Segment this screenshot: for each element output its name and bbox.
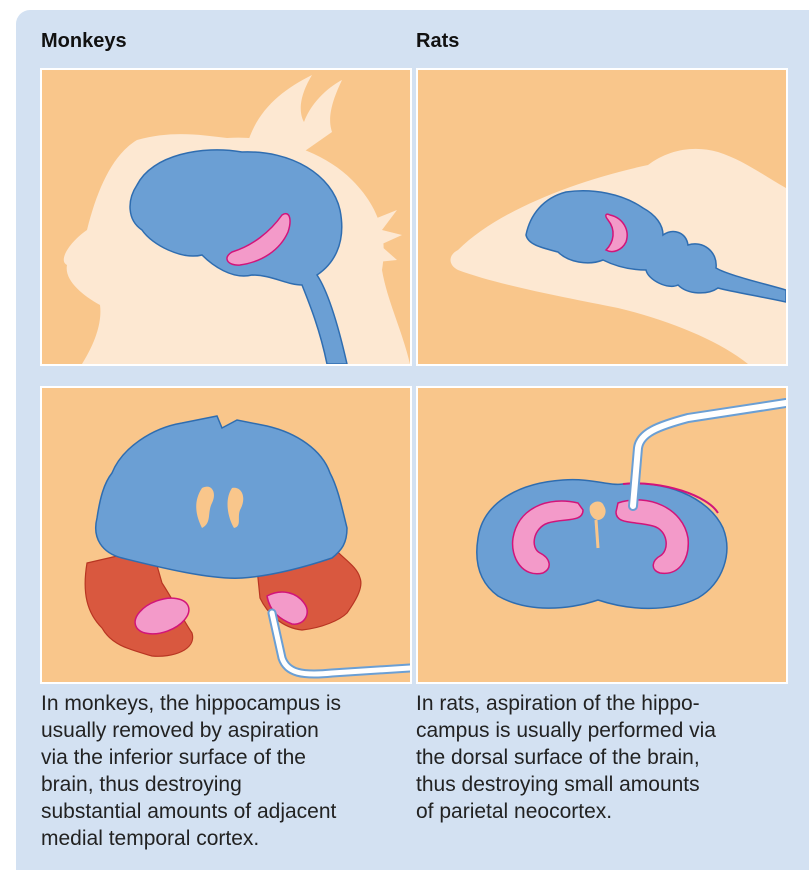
rat-sagittal-illustration (418, 70, 786, 364)
rat-coronal-section (418, 388, 786, 682)
monkey-sagittal-panel (40, 68, 412, 366)
rat-sagittal-panel (416, 68, 788, 366)
monkeys-caption: In monkeys, the hippocampus is usually r… (41, 690, 341, 852)
monkeys-heading: Monkeys (41, 30, 127, 53)
monkey-coronal-panel (40, 386, 412, 684)
rat-coronal-panel (416, 386, 788, 684)
rats-caption: In rats, aspiration of the hippo- campus… (416, 690, 716, 825)
monkey-coronal-section (42, 388, 410, 682)
monkey-sagittal-illustration (42, 70, 410, 364)
rats-heading: Rats (416, 30, 459, 53)
